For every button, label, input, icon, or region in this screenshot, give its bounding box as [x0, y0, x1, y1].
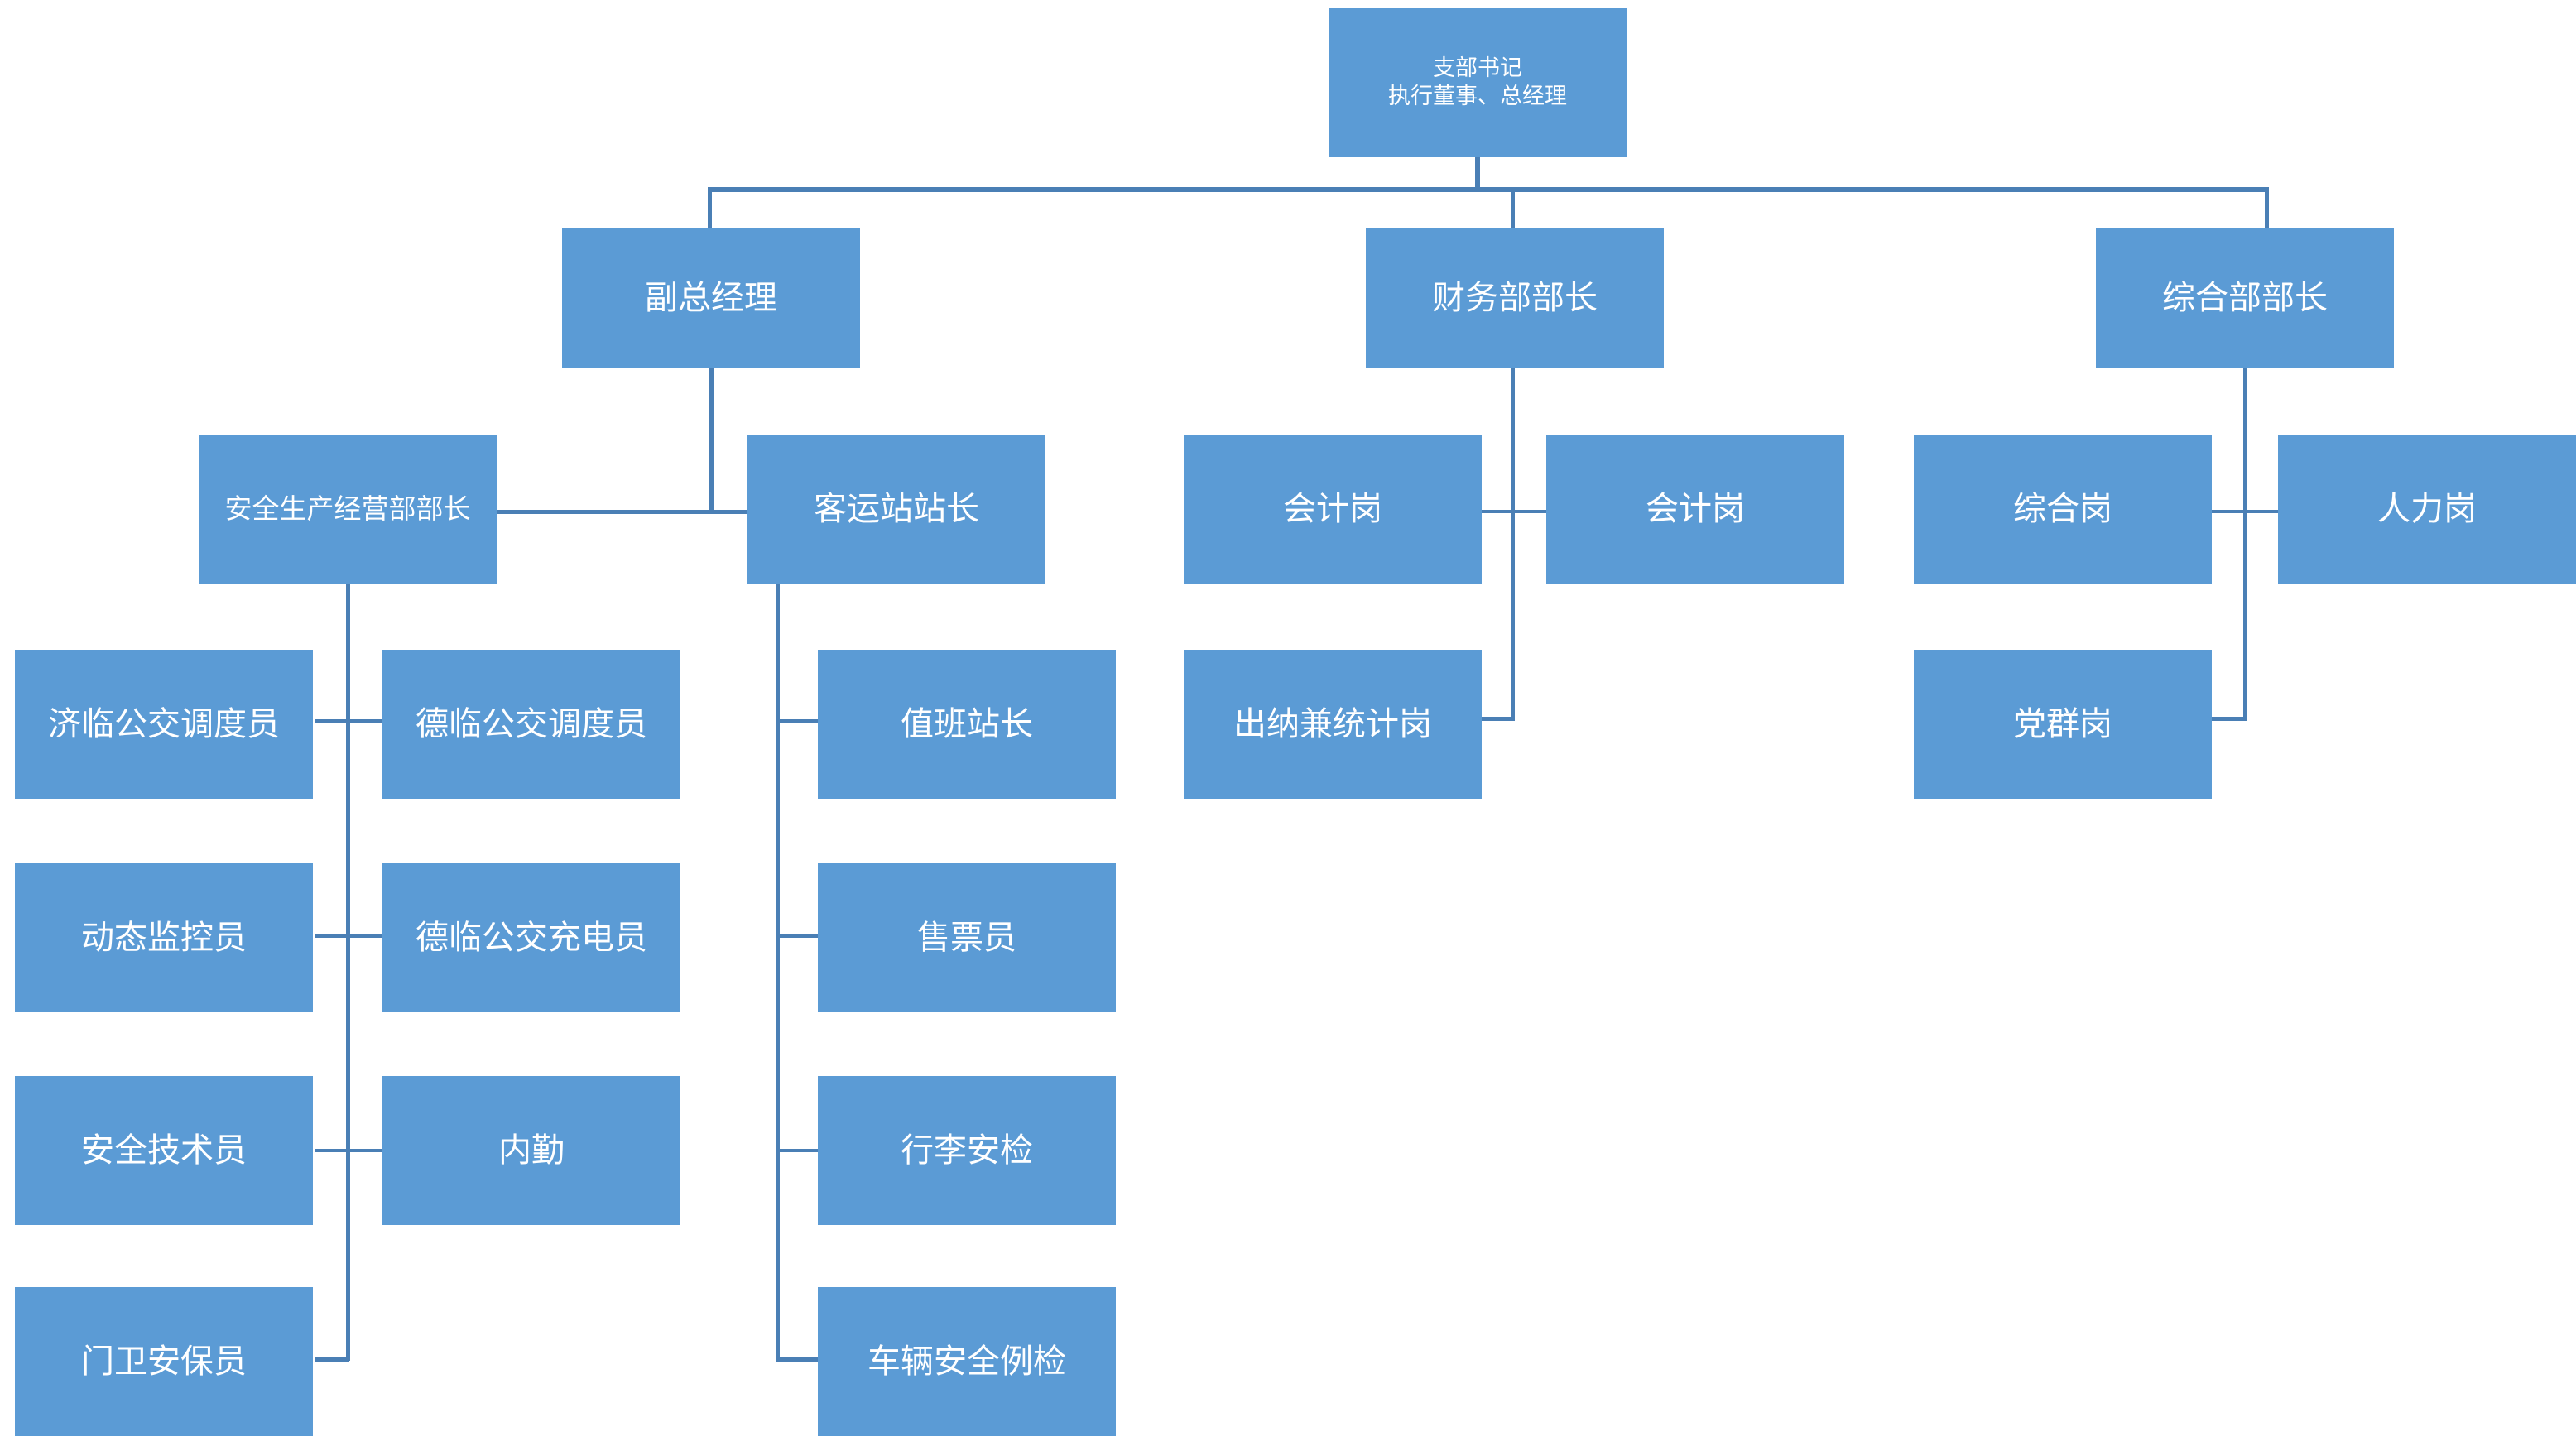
node-general-post[interactable]: 综合岗 [1914, 435, 2212, 584]
node-general-post-label: 综合岗 [2013, 491, 2112, 527]
node-delin-dispatcher[interactable]: 德临公交调度员 [382, 650, 680, 799]
node-duty-station-master[interactable]: 值班站长 [818, 650, 1116, 799]
connector-general-party [2208, 717, 2247, 721]
node-finance-head[interactable]: 财务部部长 [1366, 228, 1664, 368]
node-ticket-seller-label: 售票员 [917, 920, 1016, 956]
connector-general-spine [2243, 368, 2247, 720]
connector-safety-row-4 [315, 1357, 349, 1362]
node-general-head[interactable]: 综合部部长 [2096, 228, 2394, 368]
node-finance-head-label: 财务部部长 [1432, 280, 1598, 316]
node-accountant-2[interactable]: 会计岗 [1546, 435, 1844, 584]
node-hr-post-label: 人力岗 [2377, 491, 2477, 527]
node-root-line2: 执行董事、总经理 [1388, 84, 1567, 108]
connector-station-row-1 [776, 719, 819, 723]
node-delin-charger[interactable]: 德临公交充电员 [382, 863, 680, 1012]
node-gate-security[interactable]: 门卫安保员 [15, 1287, 313, 1436]
node-delin-charger-label: 德临公交充电员 [416, 920, 647, 956]
connector-safety-row-3 [315, 1149, 384, 1152]
node-station-head[interactable]: 客运站站长 [747, 435, 1045, 584]
connector-finance-spine [1511, 368, 1515, 720]
node-accountant-2-label: 会计岗 [1646, 491, 1745, 527]
node-gate-security-label: 门卫安保员 [81, 1343, 247, 1380]
connector-safety-spine [346, 584, 350, 1361]
connector-drop-finance [1511, 187, 1515, 228]
node-safety-technician-label: 安全技术员 [81, 1132, 247, 1169]
node-root-line1: 支部书记 [1433, 55, 1522, 81]
node-station-head-label: 客运站站长 [814, 491, 979, 527]
node-baggage-security-label: 行李安检 [901, 1132, 1033, 1169]
node-safety-technician[interactable]: 安全技术员 [15, 1076, 313, 1225]
connector-safety-row-1 [315, 719, 384, 723]
node-party-post-label: 党群岗 [2013, 706, 2112, 742]
node-party-post[interactable]: 党群岗 [1914, 650, 2212, 799]
node-internal-affairs[interactable]: 内勤 [382, 1076, 680, 1225]
node-cashier-stats[interactable]: 出纳兼统计岗 [1184, 650, 1482, 799]
node-vehicle-inspection-label: 车辆安全例检 [867, 1343, 1066, 1380]
node-safety-head-label: 安全生产经营部部长 [224, 493, 471, 525]
connector-drop-general [2265, 187, 2269, 228]
connector-finance-cashier [1478, 717, 1515, 721]
node-deputy-gm-label: 副总经理 [645, 280, 777, 316]
node-jilin-dispatcher[interactable]: 济临公交调度员 [15, 650, 313, 799]
node-vehicle-inspection[interactable]: 车辆安全例检 [818, 1287, 1116, 1436]
connector-safety-row-2 [315, 934, 384, 938]
connector-drop-deputy-gm [708, 187, 712, 228]
node-cashier-stats-label: 出纳兼统计岗 [1233, 706, 1432, 742]
node-deputy-gm[interactable]: 副总经理 [562, 228, 860, 368]
node-root[interactable]: 支部书记 执行董事、总经理 [1329, 8, 1627, 157]
node-accountant-1-label: 会计岗 [1283, 491, 1382, 527]
connector-station-spine [776, 584, 780, 1361]
node-dynamic-monitor-label: 动态监控员 [81, 920, 247, 956]
node-general-head-label: 综合部部长 [2162, 280, 2328, 316]
node-accountant-1[interactable]: 会计岗 [1184, 435, 1482, 584]
node-safety-head[interactable]: 安全生产经营部部长 [199, 435, 497, 584]
connector-root-down [1475, 157, 1480, 190]
node-ticket-seller[interactable]: 售票员 [818, 863, 1116, 1012]
connector-finance-pair [1482, 510, 1548, 513]
node-dynamic-monitor[interactable]: 动态监控员 [15, 863, 313, 1012]
node-baggage-security[interactable]: 行李安检 [818, 1076, 1116, 1225]
node-duty-station-master-label: 值班站长 [901, 706, 1033, 742]
connector-level2-bus [708, 187, 2269, 192]
connector-station-row-4 [776, 1357, 819, 1362]
node-internal-affairs-label: 内勤 [498, 1132, 565, 1169]
connector-station-row-3 [776, 1149, 819, 1152]
connector-deputy-gm-branch [497, 510, 749, 514]
connector-deputy-gm-spine [709, 368, 714, 514]
node-hr-post[interactable]: 人力岗 [2278, 435, 2576, 584]
node-jilin-dispatcher-label: 济临公交调度员 [48, 706, 280, 742]
connector-station-row-2 [776, 934, 819, 938]
connector-general-pair [2212, 510, 2278, 513]
node-delin-dispatcher-label: 德临公交调度员 [416, 706, 647, 742]
